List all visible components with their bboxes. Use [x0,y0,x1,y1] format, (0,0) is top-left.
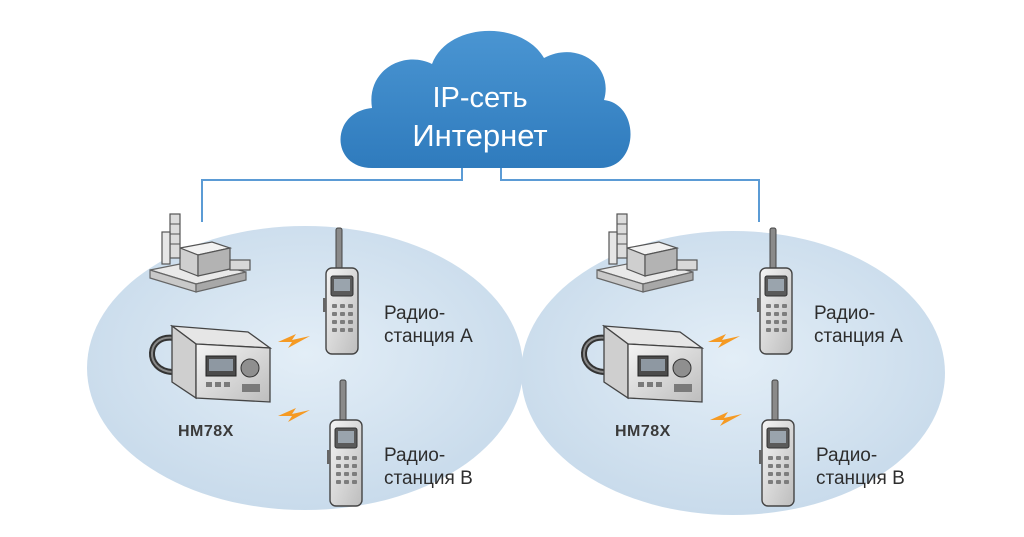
radio-b-label-line1: Радио- [816,445,878,466]
radio-b-label: Радио- станция B [384,444,473,490]
link-line-right [500,160,760,222]
radio-a-label: Радио- станция A [384,302,473,348]
cloud-label-line1: IP-сеть [432,82,528,114]
dispatcher-model-label: HM78X [178,423,234,440]
cloud-label-line2: Интернет [412,118,548,153]
radio-a-label-line2: станция A [384,326,473,347]
radio-a-label-line2: станция A [814,326,903,347]
radio-b-label-line2: станция B [384,468,473,489]
radio-b-label: Радио- станция B [816,444,905,490]
cloud-icon [340,30,631,168]
radio-a-label: Радио- станция A [814,302,903,348]
radio-b-label-line2: станция B [816,468,905,489]
radio-b-label-line1: Радио- [384,445,446,466]
link-line-left [201,160,463,222]
coverage-area-right [521,231,945,515]
radio-a-label-line1: Радио- [384,303,446,324]
radio-a-label-line1: Радио- [814,303,876,324]
coverage-area-left [87,226,523,510]
dispatcher-model-label: HM78X [615,423,671,440]
